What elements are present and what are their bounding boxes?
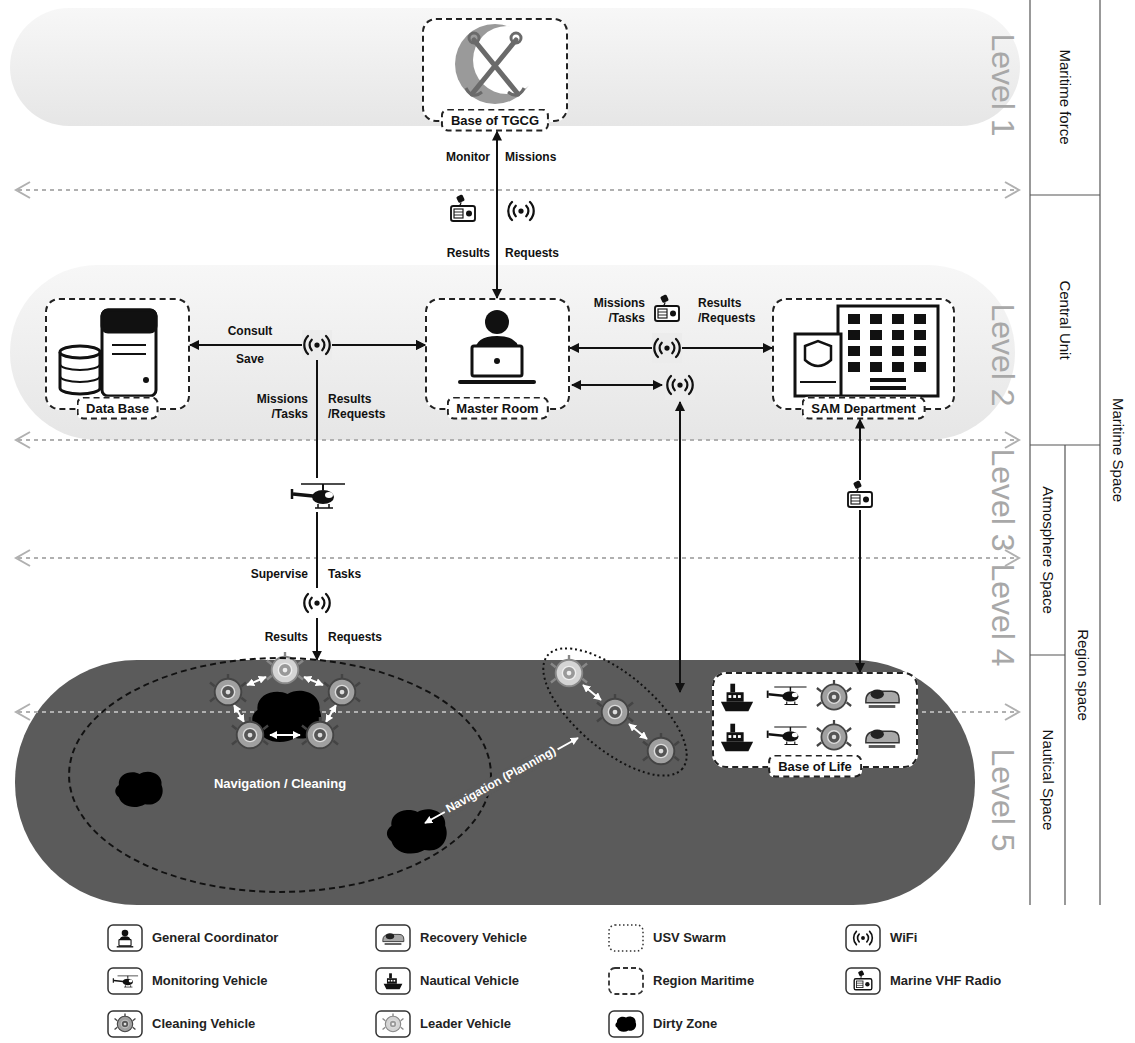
unit-box: Master Room xyxy=(425,298,570,410)
box-label: SAM Department xyxy=(801,397,926,420)
link-label: Results /Requests xyxy=(698,296,755,326)
legend-text: Marine VHF Radio xyxy=(890,973,1001,989)
space-label: Maritime force xyxy=(1056,49,1074,144)
legend-text: USV Swarm xyxy=(653,930,726,946)
legend-text: Nautical Vehicle xyxy=(420,973,519,989)
link-label: Consult xyxy=(228,324,273,339)
coordinator-icon xyxy=(460,310,534,382)
space-label: Central Unit xyxy=(1056,280,1074,359)
region-ellipse: Navigation / Cleaning xyxy=(68,657,492,893)
unit-box: SAM Department xyxy=(772,298,955,410)
swarm-arrows xyxy=(234,677,647,823)
nautical-band xyxy=(15,660,975,905)
box-label: Base of Life xyxy=(768,755,862,778)
space-label: Atmosphere Space xyxy=(1039,486,1057,614)
link-label: Tasks xyxy=(328,567,361,582)
box-label: Master Room xyxy=(446,397,548,420)
path-label: Navigation (Planning) xyxy=(441,742,561,818)
link-label: Monitor xyxy=(446,150,490,165)
link-label: Requests xyxy=(328,630,382,645)
level-label: Level 4 xyxy=(985,563,1021,666)
unit-box: Data Base xyxy=(45,298,190,410)
connector xyxy=(859,420,861,673)
space-label: Nautical Space xyxy=(1039,730,1057,831)
level-band xyxy=(10,265,1015,440)
legend-text: General Coordinator xyxy=(152,930,278,946)
space-columns xyxy=(1030,0,1100,905)
level-label: Level 5 xyxy=(985,748,1021,851)
link-label: Missions /Tasks xyxy=(257,392,308,422)
legend-text: Region Maritime xyxy=(653,973,754,989)
connector xyxy=(496,132,498,299)
box-label: Base of TGCG xyxy=(441,109,549,132)
link-label: Missions xyxy=(505,150,556,165)
space-label: Maritime Space xyxy=(1109,398,1127,502)
link-label: Missions /Tasks xyxy=(594,296,645,326)
database-icon xyxy=(60,310,156,396)
legend-text: WiFi xyxy=(890,930,917,946)
level-label: Level 2 xyxy=(985,303,1021,406)
link-label: Supervise xyxy=(251,567,308,582)
legend-text: Monitoring Vehicle xyxy=(152,973,268,989)
legend-text: Leader Vehicle xyxy=(420,1016,511,1032)
department-building xyxy=(795,306,938,396)
link-label: Results xyxy=(447,246,490,261)
box-fill xyxy=(45,18,955,768)
link-label: Results /Requests xyxy=(328,392,385,422)
legend-text: Cleaning Vehicle xyxy=(152,1016,255,1032)
unit-box: Base of TGCG xyxy=(422,18,568,122)
dirty-zones xyxy=(115,691,446,854)
link-label: Save xyxy=(236,352,264,367)
cleaning-vehicles xyxy=(210,652,679,764)
legend-icons xyxy=(108,925,880,1037)
unit-box: Base of Life xyxy=(712,672,918,768)
level-label: Level 1 xyxy=(985,33,1021,136)
region-label: Navigation / Cleaning xyxy=(214,776,346,792)
legend-text: Recovery Vehicle xyxy=(420,930,527,946)
legend-text: Dirty Zone xyxy=(653,1016,717,1032)
link-lines xyxy=(572,385,680,692)
link-label: Requests xyxy=(505,246,559,261)
level-divider xyxy=(16,182,1019,720)
space-label: Region space xyxy=(1074,629,1092,721)
usv-swarm xyxy=(523,626,707,797)
link-label: Results xyxy=(265,630,308,645)
level-label: Level 3 xyxy=(985,448,1021,551)
comm-icons xyxy=(288,194,877,618)
box-label: Data Base xyxy=(76,397,159,420)
coast-guard-logo xyxy=(455,24,541,104)
base-of-life-fleet xyxy=(721,680,899,751)
